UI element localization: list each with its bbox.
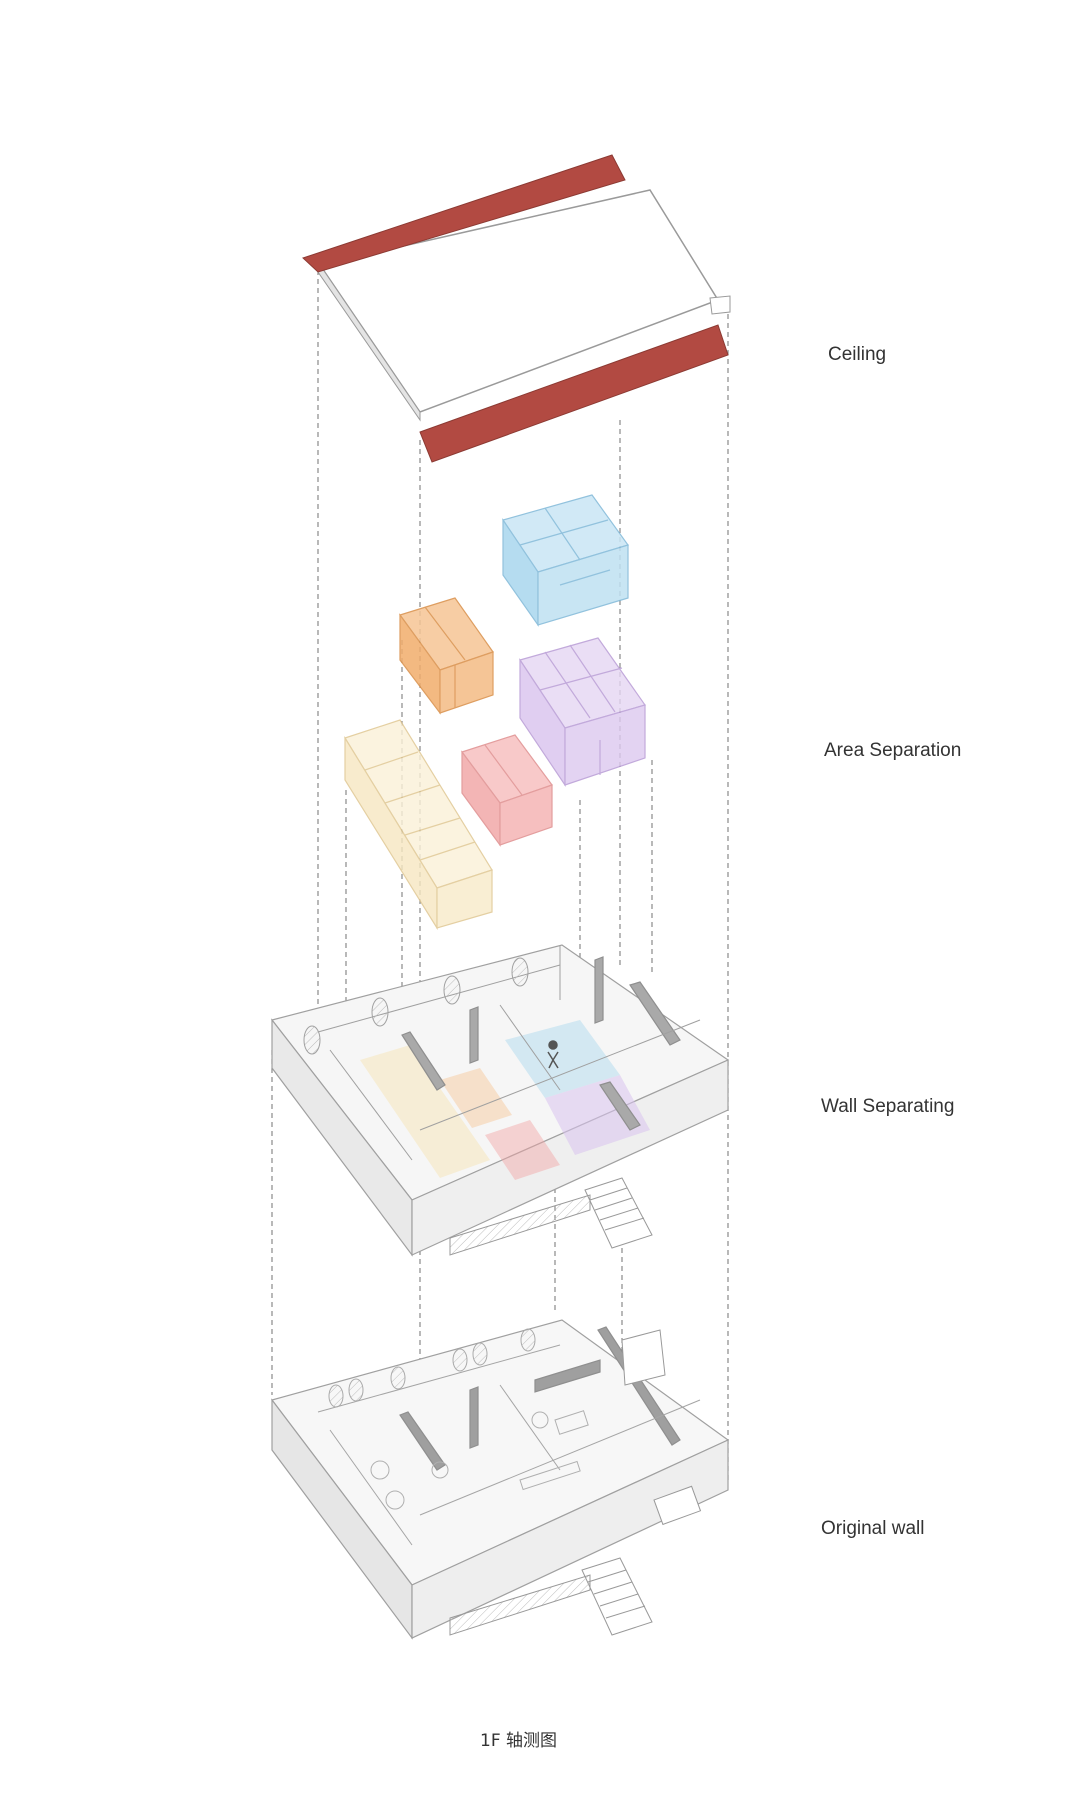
floor-slab-front bbox=[411, 1439, 729, 1639]
ceiling-layer bbox=[302, 154, 731, 463]
ceiling-band-front bbox=[419, 324, 729, 463]
wall-separating-layer bbox=[270, 944, 730, 1257]
zone-red-volume bbox=[461, 734, 553, 847]
wall-separating-label: Wall Separating bbox=[821, 1096, 955, 1117]
zone-blue-volume bbox=[502, 494, 629, 627]
ceiling-label: Ceiling bbox=[828, 344, 887, 365]
zone-orange-volume bbox=[399, 597, 494, 715]
ceiling-band-back bbox=[302, 154, 626, 273]
diagram-caption: 1F 轴测图 bbox=[480, 1731, 557, 1751]
zone-purple-volume bbox=[519, 637, 646, 787]
ceiling-notch bbox=[709, 295, 731, 315]
area-separation-layer bbox=[344, 494, 646, 931]
original-wall-label: Original wall bbox=[821, 1518, 925, 1539]
person-figure-icon bbox=[547, 1040, 559, 1069]
entrance-stairs bbox=[581, 1557, 653, 1636]
entrance-stairs bbox=[584, 1177, 653, 1249]
original-wall-layer bbox=[270, 1319, 730, 1640]
area-separation-label: Area Separation bbox=[824, 740, 962, 761]
zone-yellow-volume bbox=[344, 719, 493, 931]
